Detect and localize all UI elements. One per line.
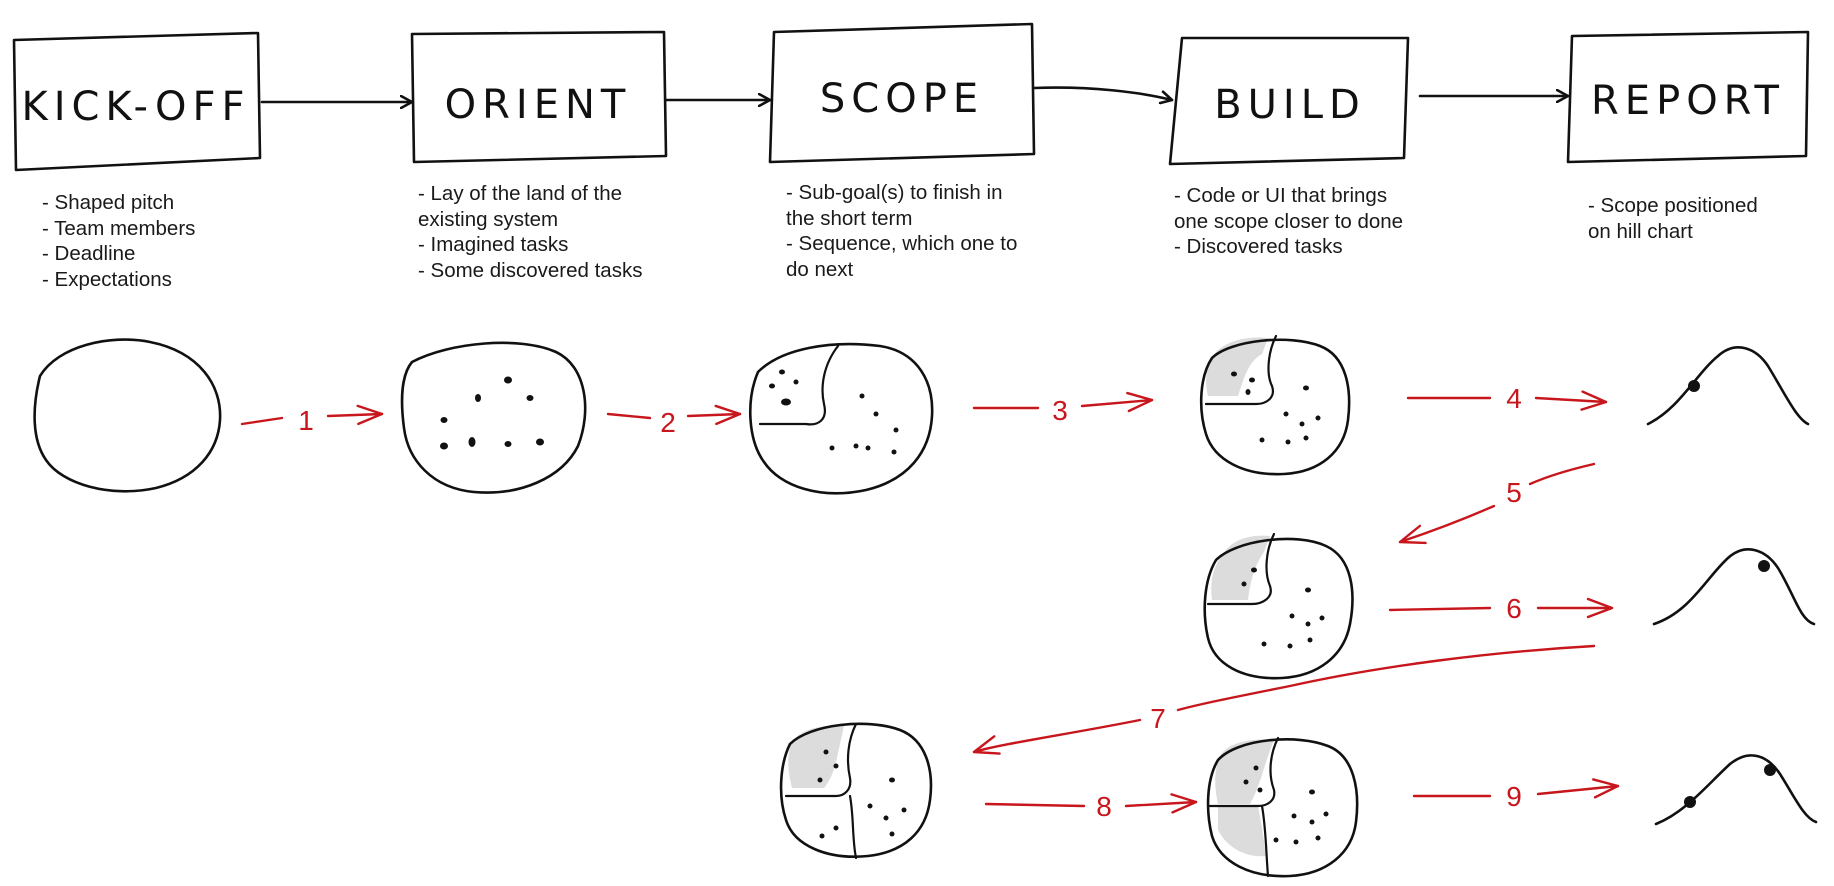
note-item: one scope closer to done (1174, 209, 1404, 233)
stage-label-build: BUILD (1214, 82, 1366, 128)
scope-blob-empty (33, 338, 222, 493)
note-item: - Deadline (42, 242, 136, 265)
note-item: - Sequence, which one to (786, 232, 1018, 255)
step-number-7: 7 (1150, 703, 1166, 734)
stage-box-kick-off: KICK-OFF (12, 31, 262, 172)
note-item: - Expectations (42, 267, 172, 291)
stage-box-scope: SCOPE (768, 22, 1036, 164)
hill-chart-1 (1646, 346, 1810, 426)
scope-blob-build-2 (1203, 532, 1354, 680)
hill-chart-3 (1654, 754, 1818, 826)
note-item: - Shaped pitch (42, 191, 175, 214)
scope-blob-orient (400, 341, 587, 494)
note-item: do next (786, 257, 854, 281)
step-arrow-5: 5 (1398, 462, 1596, 545)
notes-kick-off: - Shaped pitch - Team members - Deadline… (42, 190, 195, 292)
step-number-9: 9 (1506, 781, 1522, 812)
step-number-4: 4 (1506, 383, 1522, 414)
note-item: - Imagined tasks (418, 233, 569, 256)
step-number-1: 1 (298, 405, 314, 436)
step-number-6: 6 (1506, 593, 1522, 624)
note-item: the short term (786, 206, 913, 230)
note-item: - Discovered tasks (1174, 235, 1343, 258)
stage-box-orient: ORIENT (410, 30, 668, 164)
stage-label-scope: SCOPE (820, 76, 984, 122)
step-number-3: 3 (1052, 395, 1068, 426)
note-item: on hill chart (1588, 219, 1693, 243)
stage-label-report: REPORT (1591, 78, 1785, 124)
notes-build: - Code or UI that brings one scope close… (1174, 183, 1403, 260)
stage-label-orient: ORIENT (445, 82, 632, 128)
notes-scope: - Sub-goal(s) to finish in the short ter… (786, 180, 1017, 282)
flow-arrow-scope-build (1032, 86, 1174, 100)
notes-report: - Scope positioned on hill chart (1588, 193, 1758, 244)
step-arrow-4: 4 (1406, 383, 1608, 414)
step-number-2: 2 (660, 407, 676, 438)
notes-orient: - Lay of the land of the existing system… (418, 181, 642, 283)
scope-blob-scope-2 (779, 722, 933, 860)
scope-blob-build-1 (1199, 334, 1351, 476)
stage-box-report: REPORT (1566, 30, 1810, 164)
note-item: - Code or UI that brings (1174, 184, 1388, 207)
step-arrow-7: 7 (972, 644, 1596, 755)
note-item: - Team members (42, 216, 196, 240)
step-arrow-8: 8 (984, 791, 1198, 822)
step-arrow-3: 3 (972, 391, 1154, 426)
scope-blob-scope (749, 342, 934, 495)
stage-box-build: BUILD (1168, 36, 1410, 166)
note-item: - Scope positioned (1588, 194, 1758, 217)
note-item: existing system (418, 207, 559, 231)
step-number-8: 8 (1096, 791, 1112, 822)
note-item: - Sub-goal(s) to finish in (786, 181, 1003, 204)
stage-label-kick-off: KICK-OFF (21, 84, 250, 130)
scope-blob-build-3 (1206, 736, 1359, 878)
step-number-5: 5 (1506, 477, 1522, 508)
note-item: - Lay of the land of the (418, 182, 622, 205)
hill-chart-2 (1652, 548, 1816, 626)
step-arrow-1: 1 (240, 404, 384, 436)
step-arrow-6: 6 (1388, 593, 1614, 624)
step-arrow-9: 9 (1412, 778, 1620, 812)
note-item: - Some discovered tasks (418, 258, 643, 282)
step-arrow-2: 2 (606, 404, 742, 438)
